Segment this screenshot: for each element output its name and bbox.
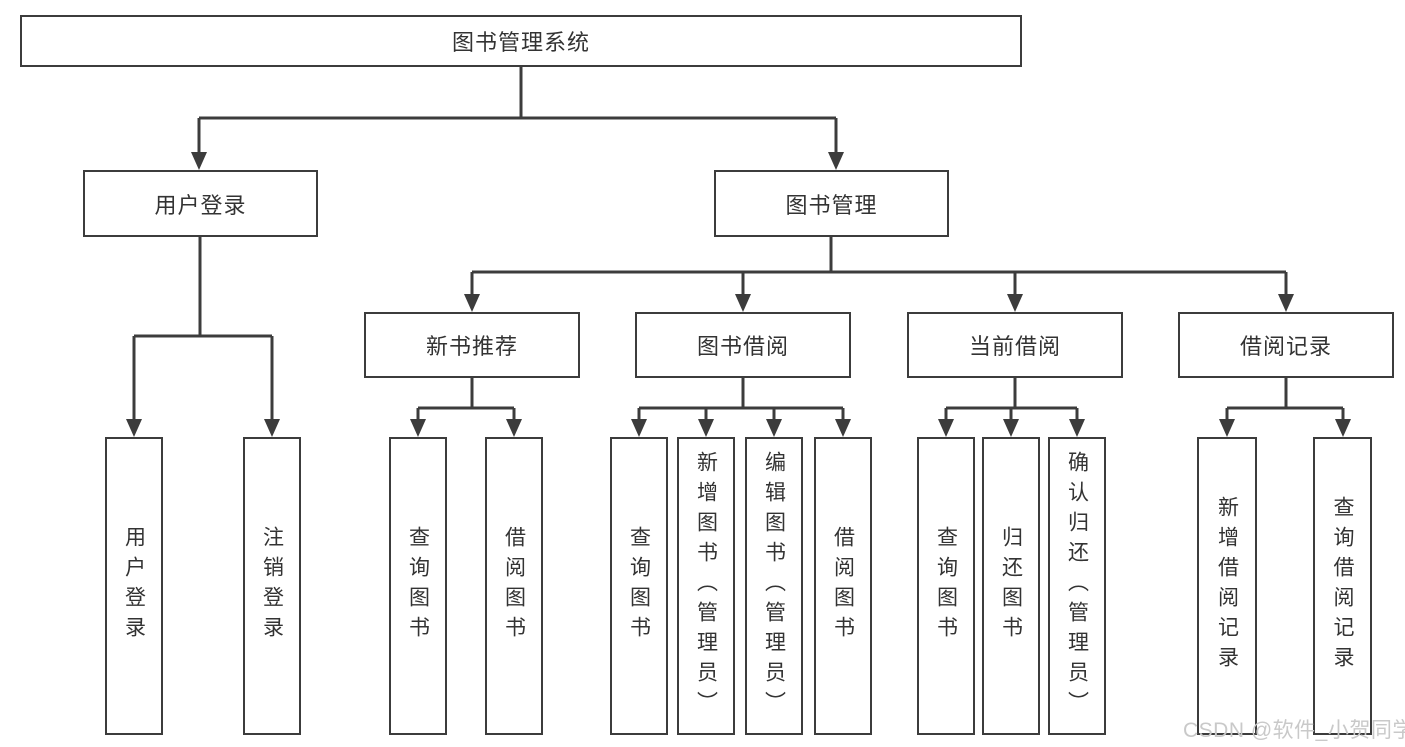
leaf-recommend-query-books: 查询图书: [389, 437, 447, 735]
node-borrow-records: 借阅记录: [1178, 312, 1394, 378]
node-user-login: 用户登录: [83, 170, 318, 237]
leaf-borrow-books: 借阅图书: [814, 437, 872, 735]
leaf-edit-books-admin-label: 编辑图书（管理员）: [762, 451, 786, 721]
node-book-borrow: 图书借阅: [635, 312, 851, 378]
leaf-recommend-borrow-books: 借阅图书: [485, 437, 543, 735]
node-root-label: 图书管理系统: [451, 30, 590, 55]
leaf-add-borrow-record: 新增借阅记录: [1197, 437, 1257, 735]
connector-current-borrow-children: [944, 378, 1079, 425]
leaf-borrow-query-books-label: 查询图书: [627, 526, 651, 646]
leaf-add-borrow-record-label: 新增借阅记录: [1215, 496, 1239, 676]
connector-borrow-records-children: [1225, 378, 1345, 425]
leaf-user-login: 用户登录: [105, 437, 163, 735]
leaf-current-query-books-label: 查询图书: [934, 526, 958, 646]
csdn-watermark: CSDN @软件_小贺同学: [1183, 719, 1405, 742]
leaf-confirm-return-admin-label: 确认归还（管理员）: [1065, 451, 1089, 721]
leaf-recommend-query-books-label: 查询图书: [406, 526, 430, 646]
node-new-book-recommend-label: 新书推荐: [425, 334, 518, 359]
leaf-logout: 注销登录: [243, 437, 301, 735]
leaf-borrow-books-label: 借阅图书: [831, 526, 855, 646]
leaf-logout-label: 注销登录: [260, 526, 284, 646]
node-borrow-records-label: 借阅记录: [1239, 334, 1332, 359]
node-new-book-recommend: 新书推荐: [364, 312, 580, 378]
leaf-return-books-label: 归还图书: [999, 526, 1023, 646]
node-user-login-label: 用户登录: [154, 192, 247, 218]
leaf-confirm-return-admin: 确认归还（管理员）: [1048, 437, 1106, 735]
leaf-return-books: 归还图书: [982, 437, 1040, 735]
connector-root-to-level2: [197, 67, 838, 158]
leaf-current-query-books: 查询图书: [917, 437, 975, 735]
connector-user-login-children: [132, 237, 274, 425]
node-current-borrow-label: 当前借阅: [968, 334, 1061, 359]
connector-book-management-sections: [470, 237, 1288, 300]
leaf-query-borrow-record-label: 查询借阅记录: [1331, 496, 1354, 676]
leaf-add-books-admin: 新增图书（管理员）: [677, 437, 735, 735]
node-current-borrow: 当前借阅: [907, 312, 1123, 378]
leaf-add-books-admin-label: 新增图书（管理员）: [694, 451, 718, 721]
leaf-user-login-label: 用户登录: [122, 526, 146, 646]
arrowhead-icons: [126, 152, 1351, 437]
node-book-borrow-label: 图书借阅: [696, 334, 789, 359]
leaf-borrow-query-books: 查询图书: [610, 437, 668, 735]
leaf-recommend-borrow-books-label: 借阅图书: [502, 526, 526, 646]
node-book-management: 图书管理: [714, 170, 949, 237]
connector-book-borrow-children: [637, 378, 845, 425]
leaf-query-borrow-record: 查询借阅记录: [1313, 437, 1372, 735]
leaf-edit-books-admin: 编辑图书（管理员）: [745, 437, 803, 735]
connector-new-book-children: [416, 378, 516, 425]
node-book-management-label: 图书管理: [785, 192, 878, 218]
node-root: 图书管理系统: [20, 15, 1022, 67]
